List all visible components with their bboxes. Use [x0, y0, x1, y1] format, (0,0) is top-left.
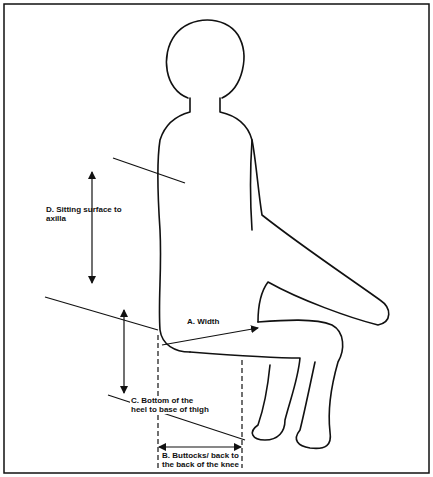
- head: [166, 20, 243, 98]
- dimension-arrow: [91, 172, 92, 283]
- near-leg: [258, 320, 343, 448]
- seat-plane: [45, 297, 158, 330]
- dimension-label: B. Buttocks/ back to the back of the kne…: [162, 451, 240, 469]
- frame: [4, 4, 429, 473]
- arm-inner: [251, 140, 253, 230]
- torso: [158, 98, 190, 352]
- dimension-arrow: [159, 446, 241, 447]
- dimension-label: C. Bottom of the heel to base of thigh: [130, 396, 212, 414]
- extension-line: [241, 360, 242, 468]
- dimension-label: A. Width: [186, 317, 220, 326]
- floor-plane: [108, 395, 245, 440]
- dimension-arrow: [123, 310, 124, 393]
- width-arrow: [162, 328, 258, 345]
- arm: [220, 98, 389, 325]
- dimension-label: D. Sitting surface to axilla: [46, 205, 134, 223]
- axilla-plane: [113, 158, 185, 183]
